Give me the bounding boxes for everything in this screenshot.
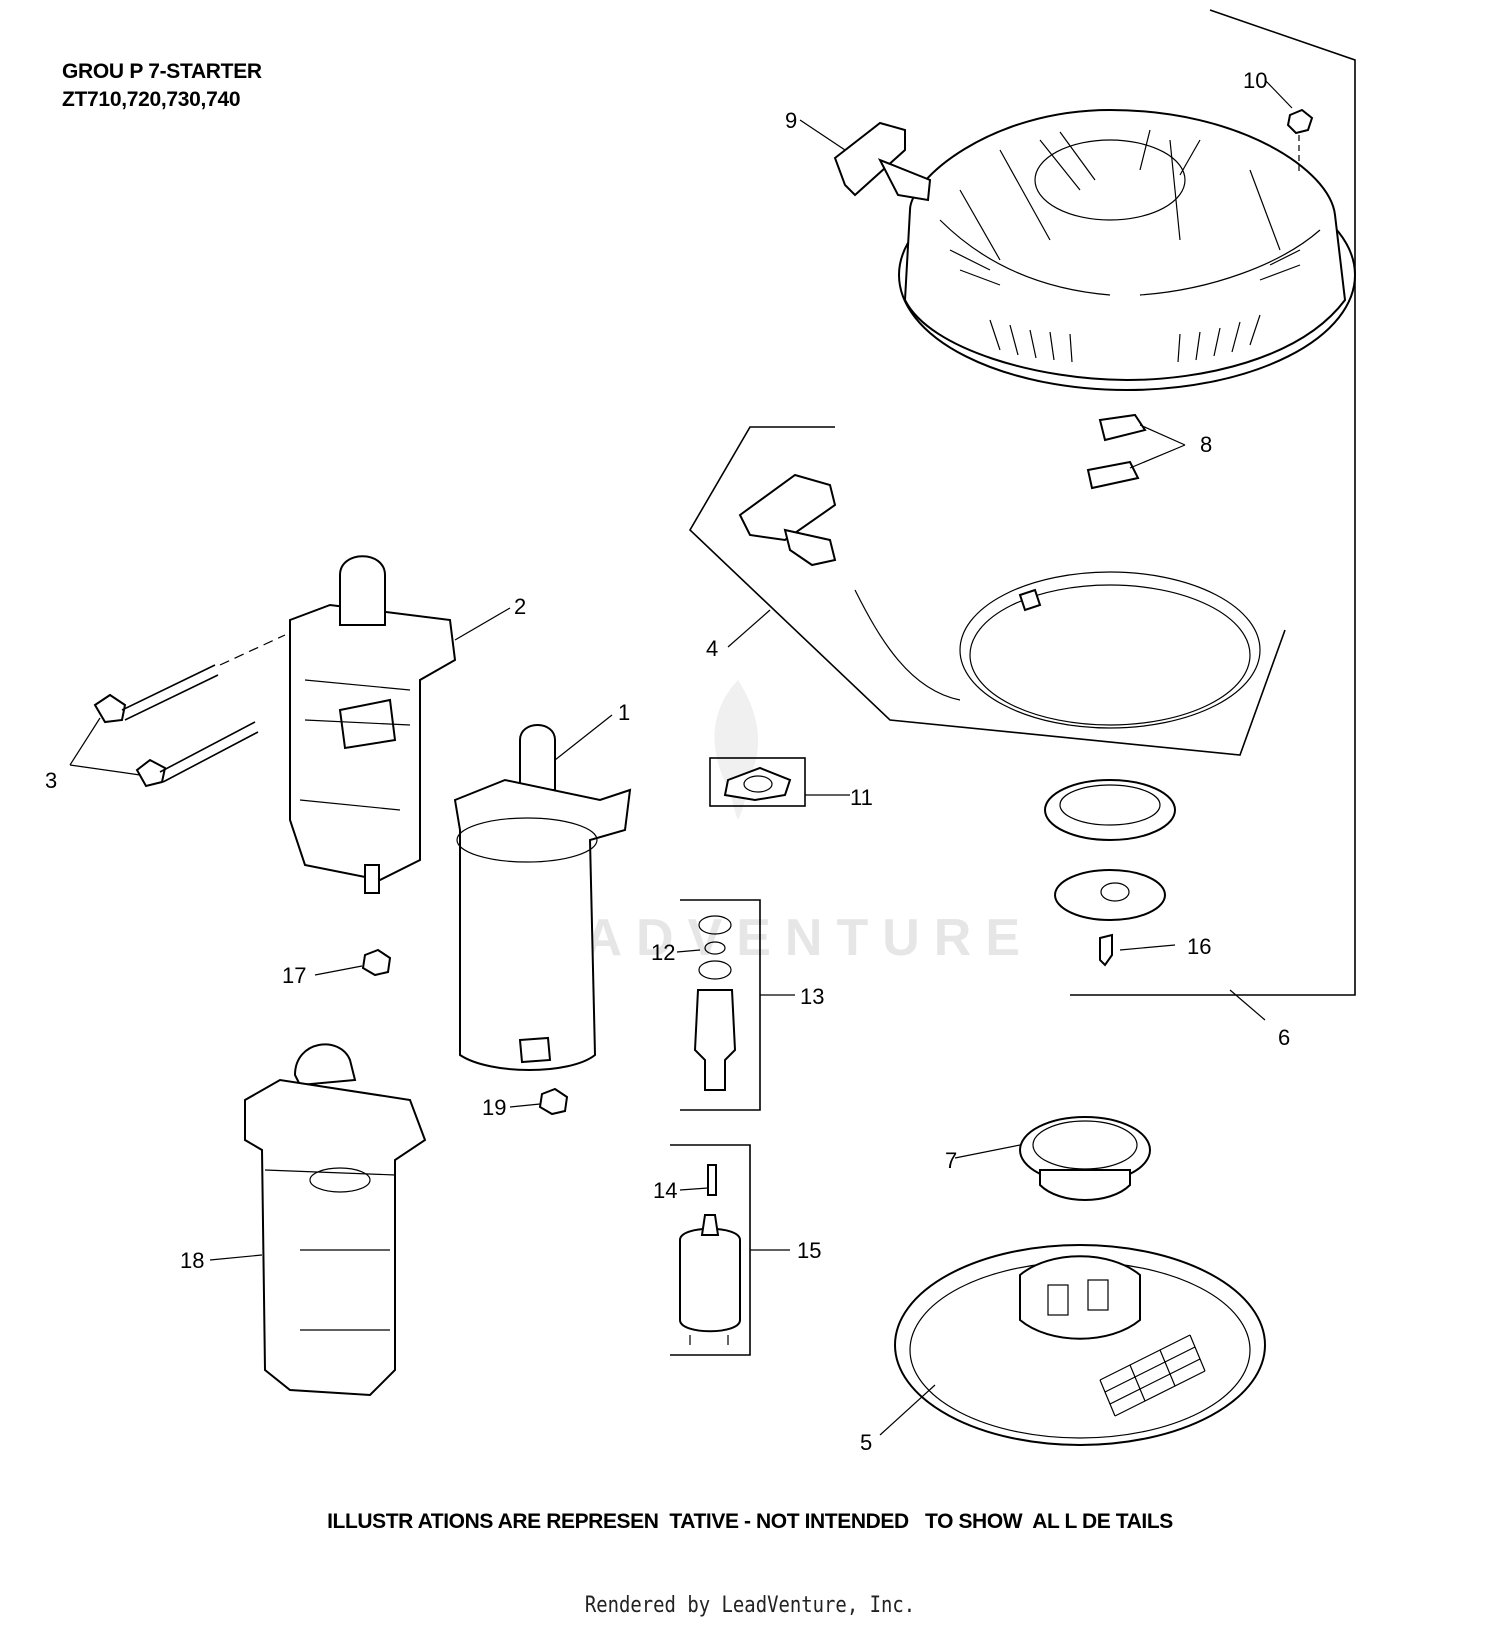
screen-mesh <box>1099 1334 1206 1417</box>
starter-motor-1 <box>453 724 632 1071</box>
callout-5: 5 <box>860 1430 872 1455</box>
group-title: GROU P 7-STARTER <box>62 60 262 83</box>
part-5-screen <box>894 1244 1266 1446</box>
nut-19 <box>538 1087 569 1116</box>
callout-11: 11 <box>850 785 873 810</box>
screw-10 <box>1286 108 1314 175</box>
drive-kit-13 <box>680 899 761 1111</box>
callout-12: 12 <box>651 940 675 965</box>
callout-9: 9 <box>785 108 797 133</box>
part-7-cup <box>1019 1116 1151 1201</box>
callout-13: 13 <box>800 984 824 1009</box>
callout-7: 7 <box>945 1148 957 1173</box>
pawls-8 <box>1086 413 1147 490</box>
recoil-starter-housing <box>833 108 1356 391</box>
bolts-3 <box>93 634 286 788</box>
callout-14: 14 <box>653 1178 677 1203</box>
leader-lines <box>69 79 1293 1436</box>
starter-assembly-6 <box>1044 9 1356 996</box>
callout-3: 3 <box>45 768 57 793</box>
callout-16: 16 <box>1187 934 1211 959</box>
callout-6: 6 <box>1278 1025 1290 1050</box>
callout-2: 2 <box>514 594 526 619</box>
rope-kit-4 <box>688 426 1286 756</box>
callout-1: 1 <box>618 700 630 725</box>
solenoid-15 <box>670 1144 751 1356</box>
callout-17: 17 <box>282 963 306 988</box>
callout-18: 18 <box>180 1248 204 1273</box>
callout-labels: 1 2 3 4 5 6 7 8 9 10 11 12 13 14 15 16 1… <box>45 68 1290 1455</box>
callout-8: 8 <box>1200 432 1212 457</box>
model-numbers: ZT710,720,730,740 <box>62 88 241 111</box>
callout-19: 19 <box>482 1095 506 1120</box>
starter-motor-2 <box>289 555 457 894</box>
starter-motor-18 <box>244 1043 427 1397</box>
disclaimer-note: ILLUSTR ATIONS ARE REPRESEN TATIVE - NOT… <box>327 1510 1173 1533</box>
callout-15: 15 <box>797 1238 821 1263</box>
part-11 <box>709 757 806 807</box>
nut-17 <box>361 948 392 977</box>
callout-10: 10 <box>1243 68 1267 93</box>
callout-4: 4 <box>706 636 718 661</box>
footer-credit: Rendered by LeadVenture, Inc. <box>584 1593 916 1618</box>
